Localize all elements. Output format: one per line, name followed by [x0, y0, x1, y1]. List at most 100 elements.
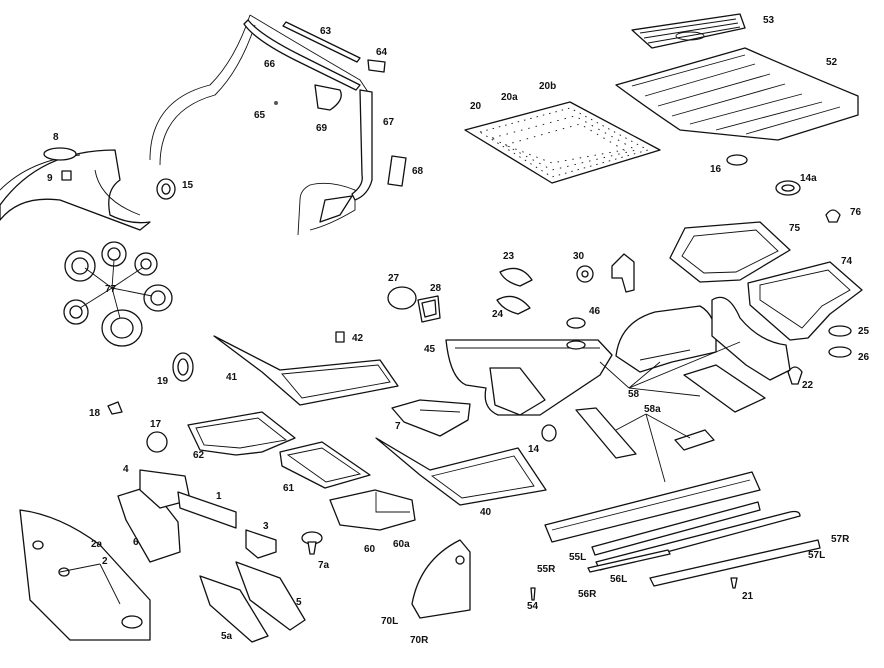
- label-53: 53: [763, 15, 775, 26]
- body-pillar-outline: [149, 14, 371, 236]
- floor-pad-61: [279, 441, 371, 489]
- label-67: 67: [383, 117, 395, 128]
- label-62: 62: [193, 450, 205, 461]
- grommet-8: [43, 147, 77, 161]
- label-77: 77: [105, 284, 117, 295]
- label-2: 2: [102, 556, 108, 567]
- label-24: 24: [492, 309, 504, 320]
- label-74: 74: [841, 256, 853, 267]
- panel-1: [177, 491, 237, 529]
- label-27: 27: [388, 273, 400, 284]
- seal-23: [499, 267, 533, 287]
- floor-mat-20: [464, 101, 661, 184]
- cover-28: [417, 295, 441, 323]
- label-58a: 58a: [644, 404, 661, 415]
- label-65: 65: [254, 110, 266, 121]
- label-17: 17: [150, 419, 162, 430]
- label-57L: 57L: [808, 550, 825, 561]
- tunnel-cover-45: [445, 339, 613, 416]
- strip-63: [282, 21, 361, 63]
- label-6: 6: [133, 537, 139, 548]
- grommet-77-d: [63, 299, 89, 325]
- label-28: 28: [430, 283, 442, 294]
- label-55R: 55R: [537, 564, 556, 575]
- label-70R: 70R: [410, 635, 429, 646]
- panel-58a: [683, 364, 766, 413]
- wheel-arch-assembly: [0, 149, 151, 231]
- clip-9: [61, 170, 72, 181]
- label-8: 8: [53, 132, 59, 143]
- label-57R: 57R: [831, 534, 850, 545]
- clip-7a: [301, 531, 323, 555]
- seal-66: [243, 19, 361, 91]
- label-2a: 2a: [91, 539, 103, 550]
- grommet-16: [726, 154, 748, 166]
- label-15: 15: [182, 180, 194, 191]
- panel-75: [669, 221, 791, 283]
- label-75: 75: [789, 223, 801, 234]
- sill-plate-55R: [544, 471, 761, 543]
- label-56R: 56R: [578, 589, 597, 600]
- pad-5: [199, 561, 306, 643]
- sill-strip-55L: [591, 501, 761, 556]
- label-1: 1: [216, 491, 222, 502]
- callout-labels: 63 64 66 65 69 67 68 8 9 15 20 20a 20b 5…: [47, 15, 870, 646]
- label-19: 19: [157, 376, 169, 387]
- label-18: 18: [89, 408, 101, 419]
- panel-4: [139, 469, 191, 509]
- console-pad-7: [391, 399, 471, 437]
- panel-74: [747, 261, 863, 341]
- label-20: 20: [470, 101, 482, 112]
- cover-27: [387, 286, 417, 310]
- label-46: 46: [589, 306, 601, 317]
- label-3: 3: [263, 521, 269, 532]
- floor-pad-41: [213, 335, 399, 406]
- firewall-pad-2: [19, 509, 151, 641]
- label-58: 58: [628, 389, 640, 400]
- label-20b: 20b: [539, 81, 556, 92]
- bracket-30-side: [611, 253, 635, 293]
- grommet-19: [172, 352, 194, 382]
- label-66: 66: [264, 59, 276, 70]
- floor-pad-62: [187, 411, 296, 456]
- clip-64: [367, 59, 386, 73]
- label-40: 40: [480, 507, 492, 518]
- grommet-14a: [775, 180, 801, 196]
- seal-24: [496, 295, 531, 315]
- panel-58-lower: [575, 407, 637, 459]
- label-4: 4: [123, 464, 129, 475]
- label-54: 54: [527, 601, 539, 612]
- bracket-69: [314, 84, 342, 111]
- tunnel-cover-58: [615, 305, 717, 373]
- pillar-seal-67: [351, 89, 373, 201]
- label-68: 68: [412, 166, 424, 177]
- label-22: 22: [802, 380, 814, 391]
- trunk-mat-53: [631, 13, 746, 49]
- trunk-mat-52: [615, 47, 859, 141]
- label-14a: 14a: [800, 173, 817, 184]
- sill-strip-57L: [649, 539, 821, 587]
- label-20a: 20a: [501, 92, 518, 103]
- trim-piece-lower: [319, 195, 353, 223]
- label-14: 14: [528, 444, 540, 455]
- label-56L: 56L: [610, 574, 627, 585]
- label-45: 45: [424, 344, 436, 355]
- label-76: 76: [850, 207, 862, 218]
- label-70L: 70L: [381, 616, 398, 627]
- label-25: 25: [858, 326, 870, 337]
- clip-18: [107, 401, 123, 415]
- leader-lines: [59, 341, 741, 605]
- ring-17: [146, 431, 168, 453]
- screw-54: [530, 587, 536, 601]
- grommet-30: [576, 265, 594, 283]
- label-16: 16: [710, 164, 722, 175]
- grommet-77-b: [101, 241, 127, 267]
- floor-pad-40: [375, 437, 547, 506]
- grommet-25: [828, 325, 852, 337]
- label-5a: 5a: [221, 631, 233, 642]
- label-30: 30: [573, 251, 585, 262]
- grommet-77-f: [101, 309, 143, 347]
- clip-42: [335, 331, 345, 343]
- label-64: 64: [376, 47, 388, 58]
